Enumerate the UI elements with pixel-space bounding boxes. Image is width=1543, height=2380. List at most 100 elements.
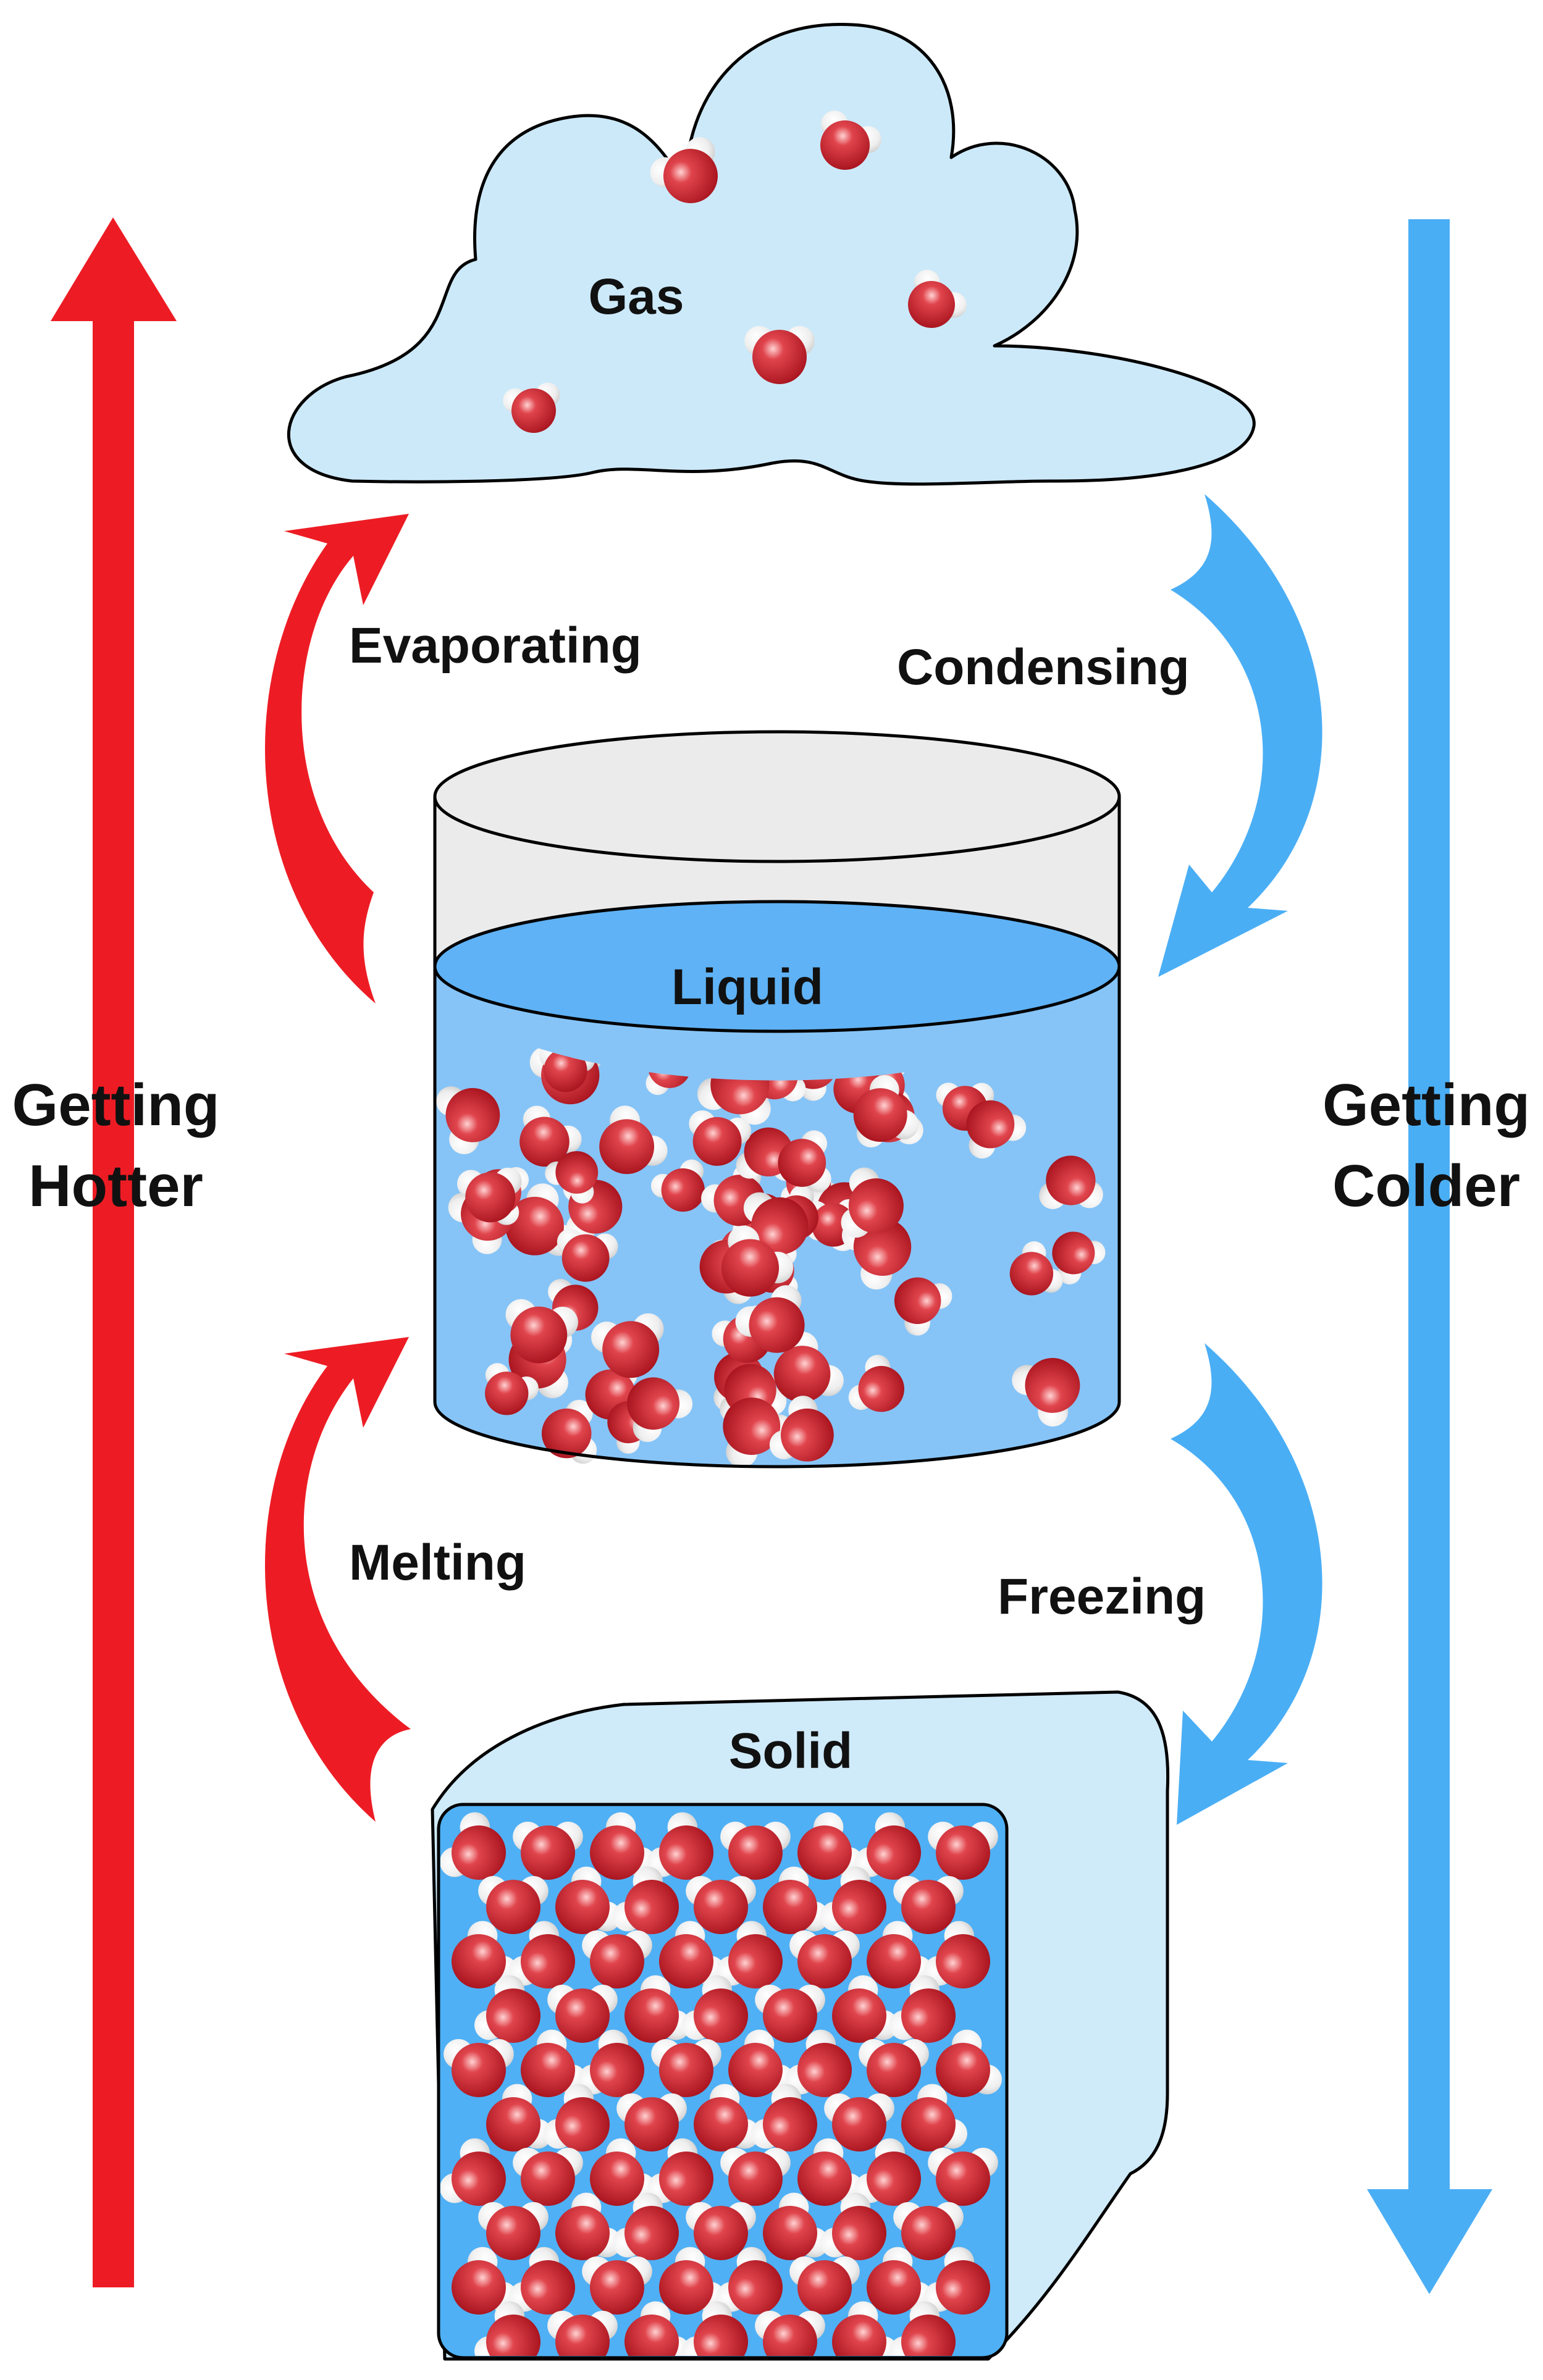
water-molecule [544, 2084, 610, 2152]
water-molecule [755, 1984, 825, 2043]
water-molecule [486, 2084, 552, 2152]
water-molecule [478, 2202, 549, 2260]
water-molecule [651, 2039, 721, 2097]
water-molecule [841, 1167, 904, 1238]
melting-label: Melting [349, 1535, 526, 1591]
water-molecule [444, 2039, 514, 2097]
getting-colder-line1: Getting [1322, 1072, 1530, 1138]
water-molecule [582, 2256, 652, 2315]
water-molecule [789, 2256, 860, 2315]
water-molecule [547, 2310, 618, 2356]
water-molecule [735, 1285, 805, 1353]
water-molecule [509, 1921, 575, 1988]
liquid-beaker [433, 730, 1121, 1469]
water-molecule [659, 2247, 725, 2315]
condensing-label: Condensing [897, 639, 1190, 695]
water-molecule [720, 1821, 791, 1880]
water-molecule [744, 325, 815, 384]
liquid-label: Liquid [671, 959, 823, 1015]
water-molecule [936, 2029, 1002, 2097]
water-molecule [889, 1975, 956, 2043]
water-molecule [717, 1921, 783, 1988]
water-molecule [893, 2202, 964, 2260]
water-molecule [1012, 1357, 1080, 1427]
condensing-arrow [1158, 494, 1322, 977]
water-molecule [820, 1866, 886, 1934]
melting-arrow [265, 1337, 411, 1822]
water-molecule [582, 1930, 652, 1988]
water-molecule [627, 1377, 693, 1443]
water-molecule [841, 1218, 912, 1290]
water-molecule [457, 1167, 522, 1223]
evaporating-label: Evaporating [349, 618, 642, 674]
water-molecule [778, 1130, 831, 1192]
water-molecule [901, 2084, 967, 2152]
getting-colder-line2: Colder [1332, 1152, 1521, 1219]
water-molecule [474, 1975, 540, 2043]
water-molecule [505, 1299, 578, 1364]
water-molecule [832, 2301, 898, 2356]
solid-label: Solid [728, 1723, 853, 1779]
water-molecule [832, 1975, 898, 2043]
water-molecule [647, 2138, 713, 2206]
water-molecule [928, 2147, 998, 2206]
water-molecule [599, 1105, 668, 1175]
water-molecule [743, 1192, 809, 1266]
water-molecule [848, 1354, 904, 1412]
water-molecule [650, 1159, 705, 1212]
water-molecule [513, 2147, 583, 2206]
water-molecule [555, 1866, 621, 1934]
water-molecule [720, 2147, 791, 2206]
water-molecule [1052, 1231, 1106, 1284]
water-molecule [1039, 1155, 1103, 1209]
water-molecule [591, 1313, 664, 1378]
water-molecule [503, 382, 560, 433]
water-molecule [590, 2138, 656, 2206]
gas-cloud [287, 22, 1256, 486]
water-molecule [751, 2084, 817, 2152]
water-molecule [797, 2138, 864, 2206]
water-molecule [578, 2029, 644, 2097]
water-molecule [894, 1277, 952, 1336]
gas-label: Gas [588, 269, 684, 325]
water-molecule [694, 2084, 760, 2152]
water-molecule [513, 1821, 583, 1880]
getting-hotter-line2: Hotter [28, 1152, 203, 1219]
water-molecule [440, 1812, 506, 1880]
water-molecule [440, 2138, 506, 2206]
getting-hotter-label: Getting Hotter [0, 1065, 232, 1226]
water-molecule [797, 1812, 864, 1880]
water-molecule [436, 1086, 500, 1155]
getting-hotter-line1: Getting [12, 1072, 220, 1138]
solid-ice-block [431, 1690, 1170, 2361]
freezing-arrow [1171, 1343, 1322, 1825]
water-molecule [859, 2039, 929, 2097]
evaporating-arrow [265, 514, 409, 1004]
water-molecule [721, 1225, 794, 1297]
water-molecule [624, 2301, 691, 2356]
getting-colder-label: Getting Colder [1310, 1065, 1543, 1226]
water-molecule [820, 2192, 886, 2260]
water-molecule [689, 1110, 752, 1166]
water-molecule [616, 2093, 687, 2152]
water-molecule [613, 1866, 679, 1934]
gas-molecules [503, 111, 967, 433]
water-molecule [769, 1396, 834, 1462]
water-molecule [717, 2247, 783, 2315]
water-molecule [1009, 1241, 1063, 1296]
water-molecule [686, 1875, 756, 1934]
water-molecule [521, 2029, 587, 2097]
water-molecule [763, 1866, 829, 1934]
water-molecule [755, 2310, 825, 2356]
water-molecule [555, 2192, 621, 2260]
water-molecule [557, 1228, 618, 1282]
water-molecule [485, 1363, 539, 1415]
water-molecule [545, 1151, 599, 1204]
solid-molecules [440, 1812, 1002, 2356]
getting-hotter-arrow [51, 217, 177, 2287]
water-molecule [928, 1821, 998, 1880]
water-molecule [824, 2093, 894, 2152]
water-molecule [682, 1975, 748, 2043]
